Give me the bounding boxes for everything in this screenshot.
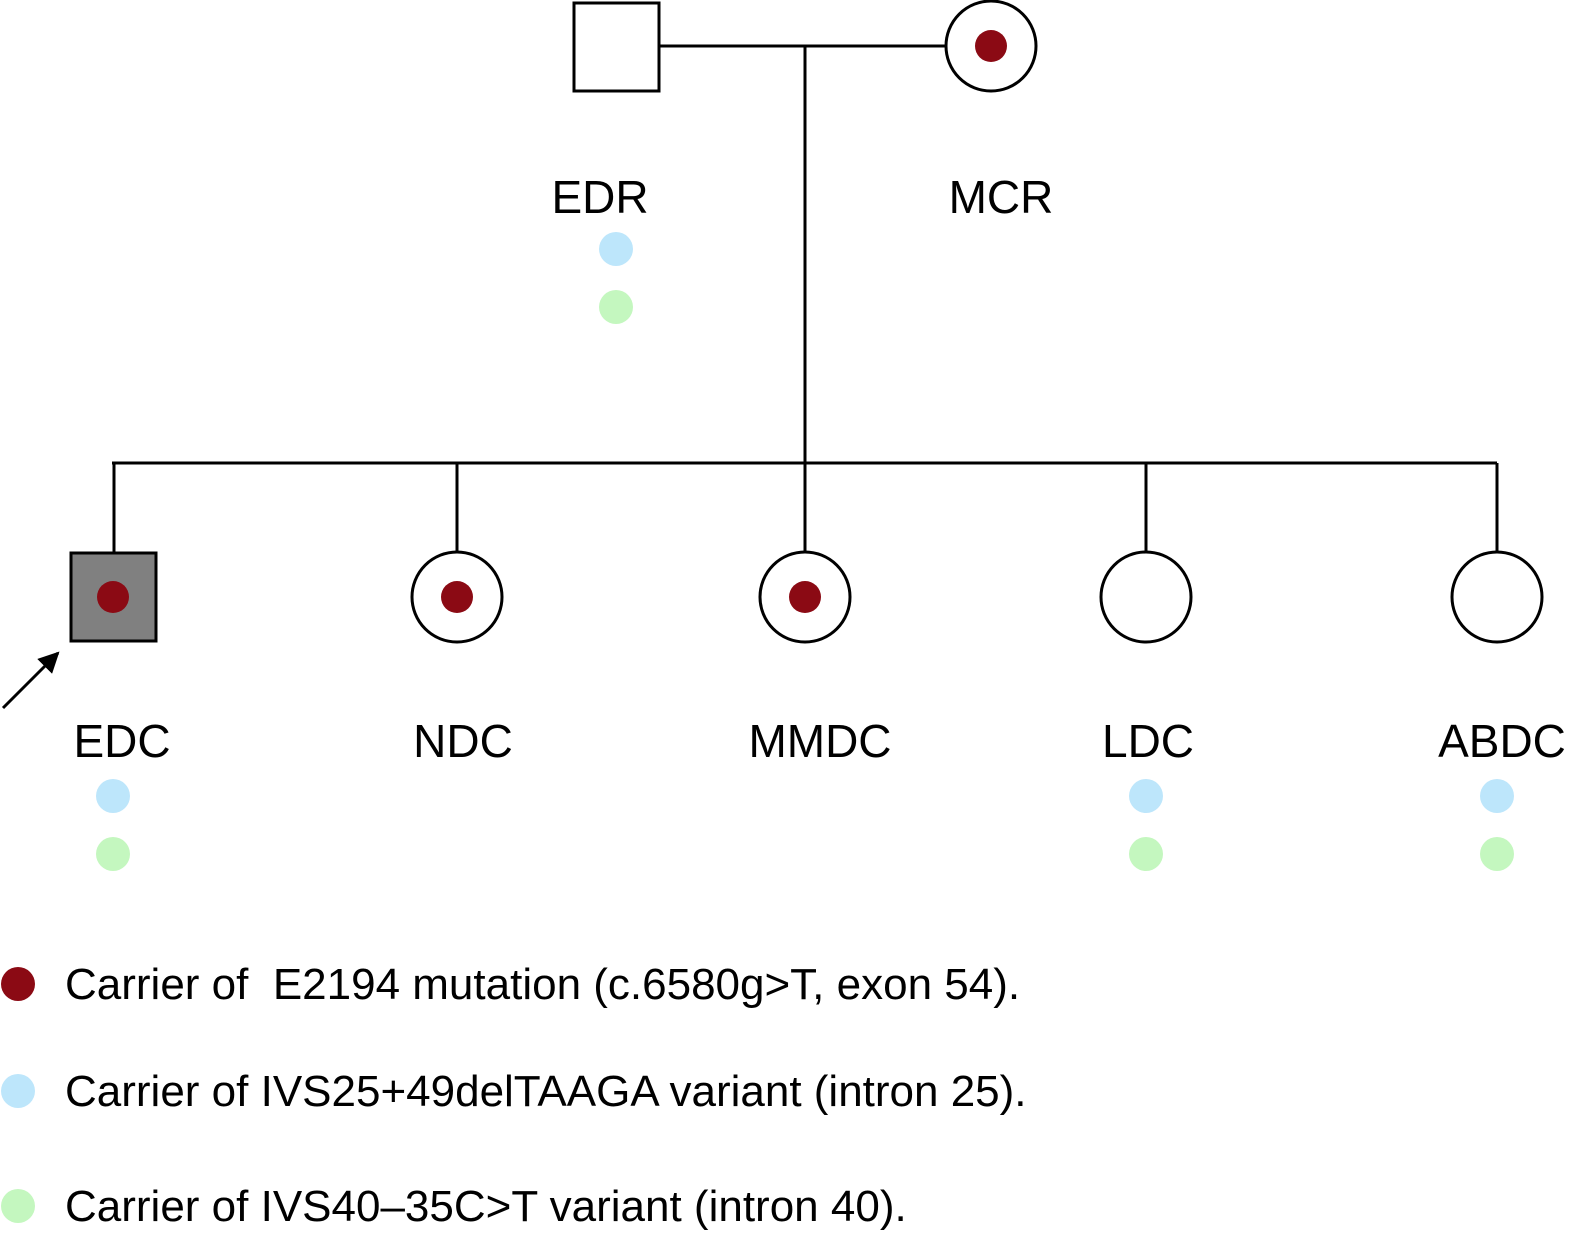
proband-arrow — [1, 651, 60, 710]
individual-father: EDR — [551, 1, 661, 324]
mutation-dot — [975, 30, 1007, 62]
variant-intron40-dot — [96, 837, 130, 871]
individual-child-edc: EDC — [1, 551, 171, 871]
individual-label-edr: EDR — [551, 171, 648, 223]
legend-item-intron25: Carrier of IVS25+49delTAAGA variant (int… — [1, 1067, 1027, 1116]
variant-intron25-dot — [1129, 779, 1163, 813]
individual-label-ndc: NDC — [413, 715, 513, 767]
individual-mother: MCR — [944, 0, 1054, 223]
individual-label-mcr: MCR — [949, 171, 1054, 223]
individual-label-ldc: LDC — [1102, 715, 1194, 767]
variant-intron25-dot — [1480, 779, 1514, 813]
legend-mutation-dot — [1, 967, 35, 1001]
legend-item-mutation: Carrier of E2194 mutation (c.6580g>T, ex… — [1, 960, 1020, 1009]
variant-intron25-dot — [96, 779, 130, 813]
mutation-dot — [97, 581, 129, 613]
legend-intron40-dot — [1, 1189, 35, 1223]
individual-label-edc: EDC — [73, 715, 170, 767]
variant-intron40-dot — [1129, 837, 1163, 871]
female-circle — [1450, 550, 1544, 644]
individual-label-mmdc: MMDC — [748, 715, 891, 767]
legend-text-mutation: Carrier of E2194 mutation (c.6580g>T, ex… — [65, 960, 1020, 1009]
male-square — [572, 1, 661, 93]
individual-child-abdc: ABDC — [1438, 550, 1566, 871]
individual-child-ndc: NDC — [410, 550, 513, 767]
individual-child-ldc: LDC — [1099, 550, 1194, 871]
legend-intron25-dot — [1, 1074, 35, 1108]
legend-item-intron40: Carrier of IVS40–35C>T variant (intron 4… — [1, 1182, 907, 1231]
mutation-dot — [789, 581, 821, 613]
individual-label-abdc: ABDC — [1438, 715, 1566, 767]
variant-intron40-dot — [1480, 837, 1514, 871]
variant-intron25-dot — [599, 232, 633, 266]
legend-text-intron25: Carrier of IVS25+49delTAAGA variant (int… — [65, 1067, 1027, 1116]
legend: Carrier of E2194 mutation (c.6580g>T, ex… — [1, 960, 1027, 1231]
female-circle — [1099, 550, 1193, 644]
mutation-dot — [441, 581, 473, 613]
individual-child-mmdc: MMDC — [748, 550, 892, 767]
legend-text-intron40: Carrier of IVS40–35C>T variant (intron 4… — [65, 1182, 907, 1231]
variant-intron40-dot — [599, 290, 633, 324]
pedigree-lines — [112, 44, 1499, 553]
